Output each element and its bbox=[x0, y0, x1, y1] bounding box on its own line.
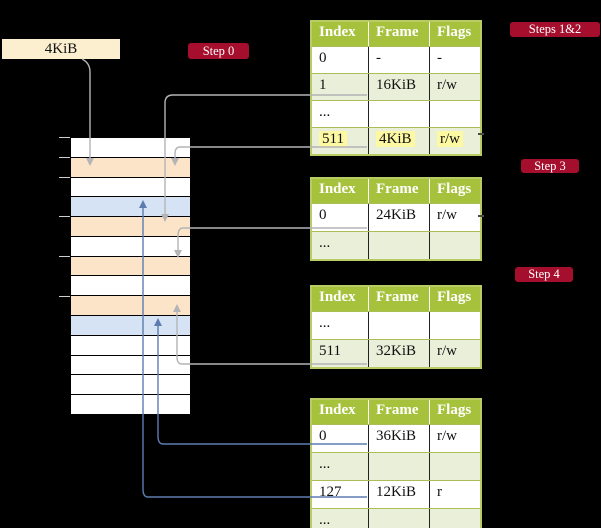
column-header-flags: Flags bbox=[437, 289, 472, 305]
table-cell: r/w bbox=[437, 428, 457, 444]
column-header-flags: Flags bbox=[437, 402, 472, 418]
table-cell: 511 bbox=[312, 340, 369, 367]
table-cell: 1 bbox=[312, 74, 369, 100]
table-cell: - bbox=[437, 50, 442, 66]
address-tick bbox=[59, 136, 70, 138]
table-cell bbox=[430, 453, 480, 480]
address-tick bbox=[59, 295, 70, 297]
address-tick bbox=[59, 156, 70, 158]
column-header-index: Index bbox=[312, 287, 369, 311]
table-cell bbox=[369, 453, 430, 480]
table-cell: 0 bbox=[312, 47, 369, 73]
memory-row-page-table bbox=[71, 217, 190, 237]
table-cell: ... bbox=[312, 453, 369, 480]
table-cell: 0 bbox=[312, 425, 369, 452]
table-cell: r/w bbox=[437, 77, 457, 93]
table-cell: 12KiB bbox=[369, 481, 430, 508]
table-cell bbox=[369, 232, 430, 259]
memory-row-free bbox=[71, 395, 190, 414]
column-header-frame: Frame bbox=[369, 22, 430, 46]
table-cell: 32KiB bbox=[369, 340, 430, 367]
badge-step-4: Step 4 bbox=[515, 267, 573, 282]
address-tick bbox=[59, 255, 70, 257]
table-row: 0-- bbox=[312, 46, 480, 73]
highlighted-value: 4KiB bbox=[376, 131, 415, 147]
memory-row-page-table bbox=[71, 296, 190, 317]
memory-row-free bbox=[71, 138, 190, 158]
table-row: ... bbox=[312, 231, 480, 259]
badge-step-3: Step 3 bbox=[521, 159, 579, 173]
table-cell: ... bbox=[312, 312, 369, 339]
table-cell bbox=[430, 509, 480, 528]
table-row: ... bbox=[312, 508, 480, 528]
memory-row-mapped bbox=[71, 197, 190, 218]
highlighted-value: 511 bbox=[319, 131, 347, 147]
table-cell: 24KiB bbox=[369, 204, 430, 231]
column-header-index: Index bbox=[312, 400, 369, 424]
table-cell bbox=[430, 101, 480, 127]
table-cell: 36KiB bbox=[369, 425, 430, 452]
table-row: ... bbox=[312, 100, 480, 127]
badge-step-0: Step 0 bbox=[188, 43, 249, 59]
memory-row-free bbox=[71, 177, 190, 198]
table-cell: 511 bbox=[312, 128, 369, 154]
table-cell bbox=[430, 232, 480, 259]
table-cell: ... bbox=[312, 232, 369, 259]
column-header-flags: Flags bbox=[437, 24, 472, 40]
table-cell bbox=[369, 312, 430, 339]
badge-steps-1-2: Steps 1&2 bbox=[510, 22, 600, 37]
table-cell: ... bbox=[312, 101, 369, 127]
highlighted-value: r/w bbox=[437, 131, 463, 147]
address-tick bbox=[59, 215, 70, 217]
memory-row-free bbox=[71, 375, 190, 396]
table-cell bbox=[430, 312, 480, 339]
table-cell: 127 bbox=[312, 481, 369, 508]
table-cell: r/w bbox=[437, 207, 457, 223]
memory-row-free bbox=[71, 276, 190, 297]
memory-row-free bbox=[71, 355, 190, 376]
column-header-frame: Frame bbox=[369, 400, 430, 424]
table-cell bbox=[369, 509, 430, 528]
table-row: ... bbox=[312, 311, 480, 339]
table-cell: 4KiB bbox=[369, 128, 430, 154]
table-cell: 16KiB bbox=[369, 74, 430, 100]
physical-memory-stack bbox=[70, 137, 191, 415]
column-header-index: Index bbox=[312, 22, 369, 46]
table-cell: r/w bbox=[437, 343, 457, 359]
table-row: ... bbox=[312, 452, 480, 480]
table-row: 511 4KiB r/w bbox=[312, 127, 480, 154]
memory-row-free bbox=[71, 335, 190, 356]
memory-row-mapped bbox=[71, 316, 190, 336]
table-cell: 0 bbox=[312, 204, 369, 231]
table-cell: r/w bbox=[430, 128, 480, 154]
column-header-index: Index bbox=[312, 179, 369, 203]
table-cell: - bbox=[369, 47, 430, 73]
address-tick bbox=[59, 176, 70, 178]
column-header-flags: Flags bbox=[437, 181, 472, 197]
column-header-frame: Frame bbox=[369, 179, 430, 203]
table-cell bbox=[369, 101, 430, 127]
memory-row-free bbox=[71, 236, 190, 257]
source-address-box: 4KiB bbox=[2, 39, 120, 59]
memory-row-page-table bbox=[71, 157, 190, 178]
table-cell: ... bbox=[312, 509, 369, 528]
table-cell: r bbox=[437, 484, 442, 500]
memory-row-page-table bbox=[71, 256, 190, 277]
column-header-frame: Frame bbox=[369, 287, 430, 311]
